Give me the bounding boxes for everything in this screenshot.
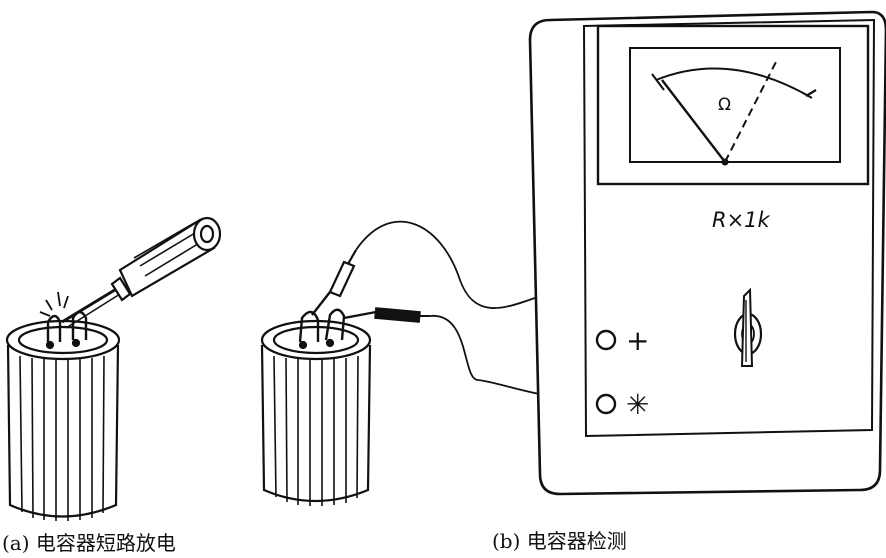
capacitor-b (260, 308, 372, 506)
dial-window (596, 24, 870, 186)
capacitor-a (5, 291, 121, 521)
terminal-common-jack (595, 393, 617, 415)
ohm-scale-arc (655, 67, 813, 99)
terminal-positive-jack (595, 329, 617, 351)
needle-deflection (724, 57, 779, 163)
caption-b: (b) 电容器检测 (492, 529, 627, 553)
ohm-symbol: Ω (718, 95, 731, 115)
screwdriver (61, 216, 222, 329)
terminal-common-label: ✳ (626, 388, 649, 421)
multimeter (528, 10, 886, 496)
terminal-positive-label: + (626, 324, 649, 357)
caption-a: (a) 电容器短路放电 (2, 531, 176, 555)
range-selector-knob (733, 287, 763, 367)
range-label: R×1k (712, 208, 771, 232)
meter-needle (661, 79, 726, 163)
